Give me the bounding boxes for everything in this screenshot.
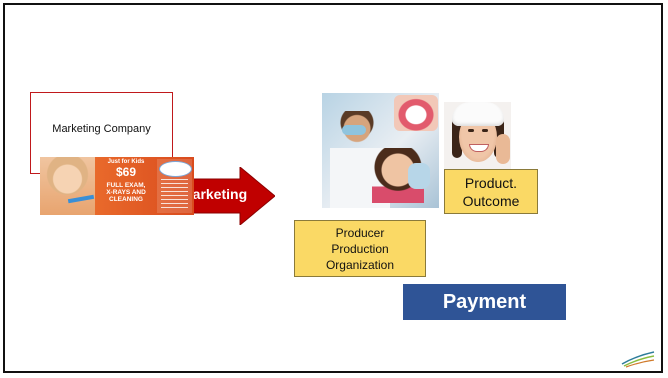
producer-line: Producer [335, 226, 385, 240]
producer-line: Organization [325, 258, 395, 272]
product-outcome-box: Product. Outcome [444, 169, 538, 214]
ad-headline: Just for Kids [107, 159, 145, 165]
product-outcome-line: Outcome [462, 193, 520, 209]
clinic-logo-icon [159, 161, 192, 177]
teeth-image [394, 95, 438, 131]
producer-line: Production [331, 242, 389, 256]
glove [408, 163, 430, 189]
producer-box: Producer Production Organization [294, 220, 426, 277]
ad-offer: FULL EXAM, X-RAYS AND CLEANING [96, 182, 156, 203]
hand [496, 134, 510, 164]
swoosh-logo-icon [621, 351, 655, 368]
eye [482, 129, 488, 132]
payment-box: Payment [403, 284, 566, 320]
advertisement-image: Just for Kids $69 FULL EXAM, X-RAYS AND … [40, 157, 194, 215]
marketing-company-label: Marketing Company [52, 123, 151, 135]
dentist-photo [322, 93, 439, 208]
ad-offer-line: X-RAYS AND [106, 189, 146, 196]
product-outcome-line: Product. [464, 175, 518, 191]
smiling-woman-photo [444, 102, 511, 169]
hair-left [452, 118, 462, 158]
eye [468, 129, 474, 132]
ad-offer-line: CLEANING [109, 196, 143, 203]
marketing-arrow-label: Marketing [181, 186, 248, 202]
towel [452, 102, 504, 126]
ad-price: $69 [115, 165, 137, 179]
ad-offer-line: FULL EXAM, [106, 182, 146, 189]
child-photo [40, 157, 95, 215]
ad-fine-print [161, 179, 188, 209]
surgical-mask [342, 125, 366, 135]
